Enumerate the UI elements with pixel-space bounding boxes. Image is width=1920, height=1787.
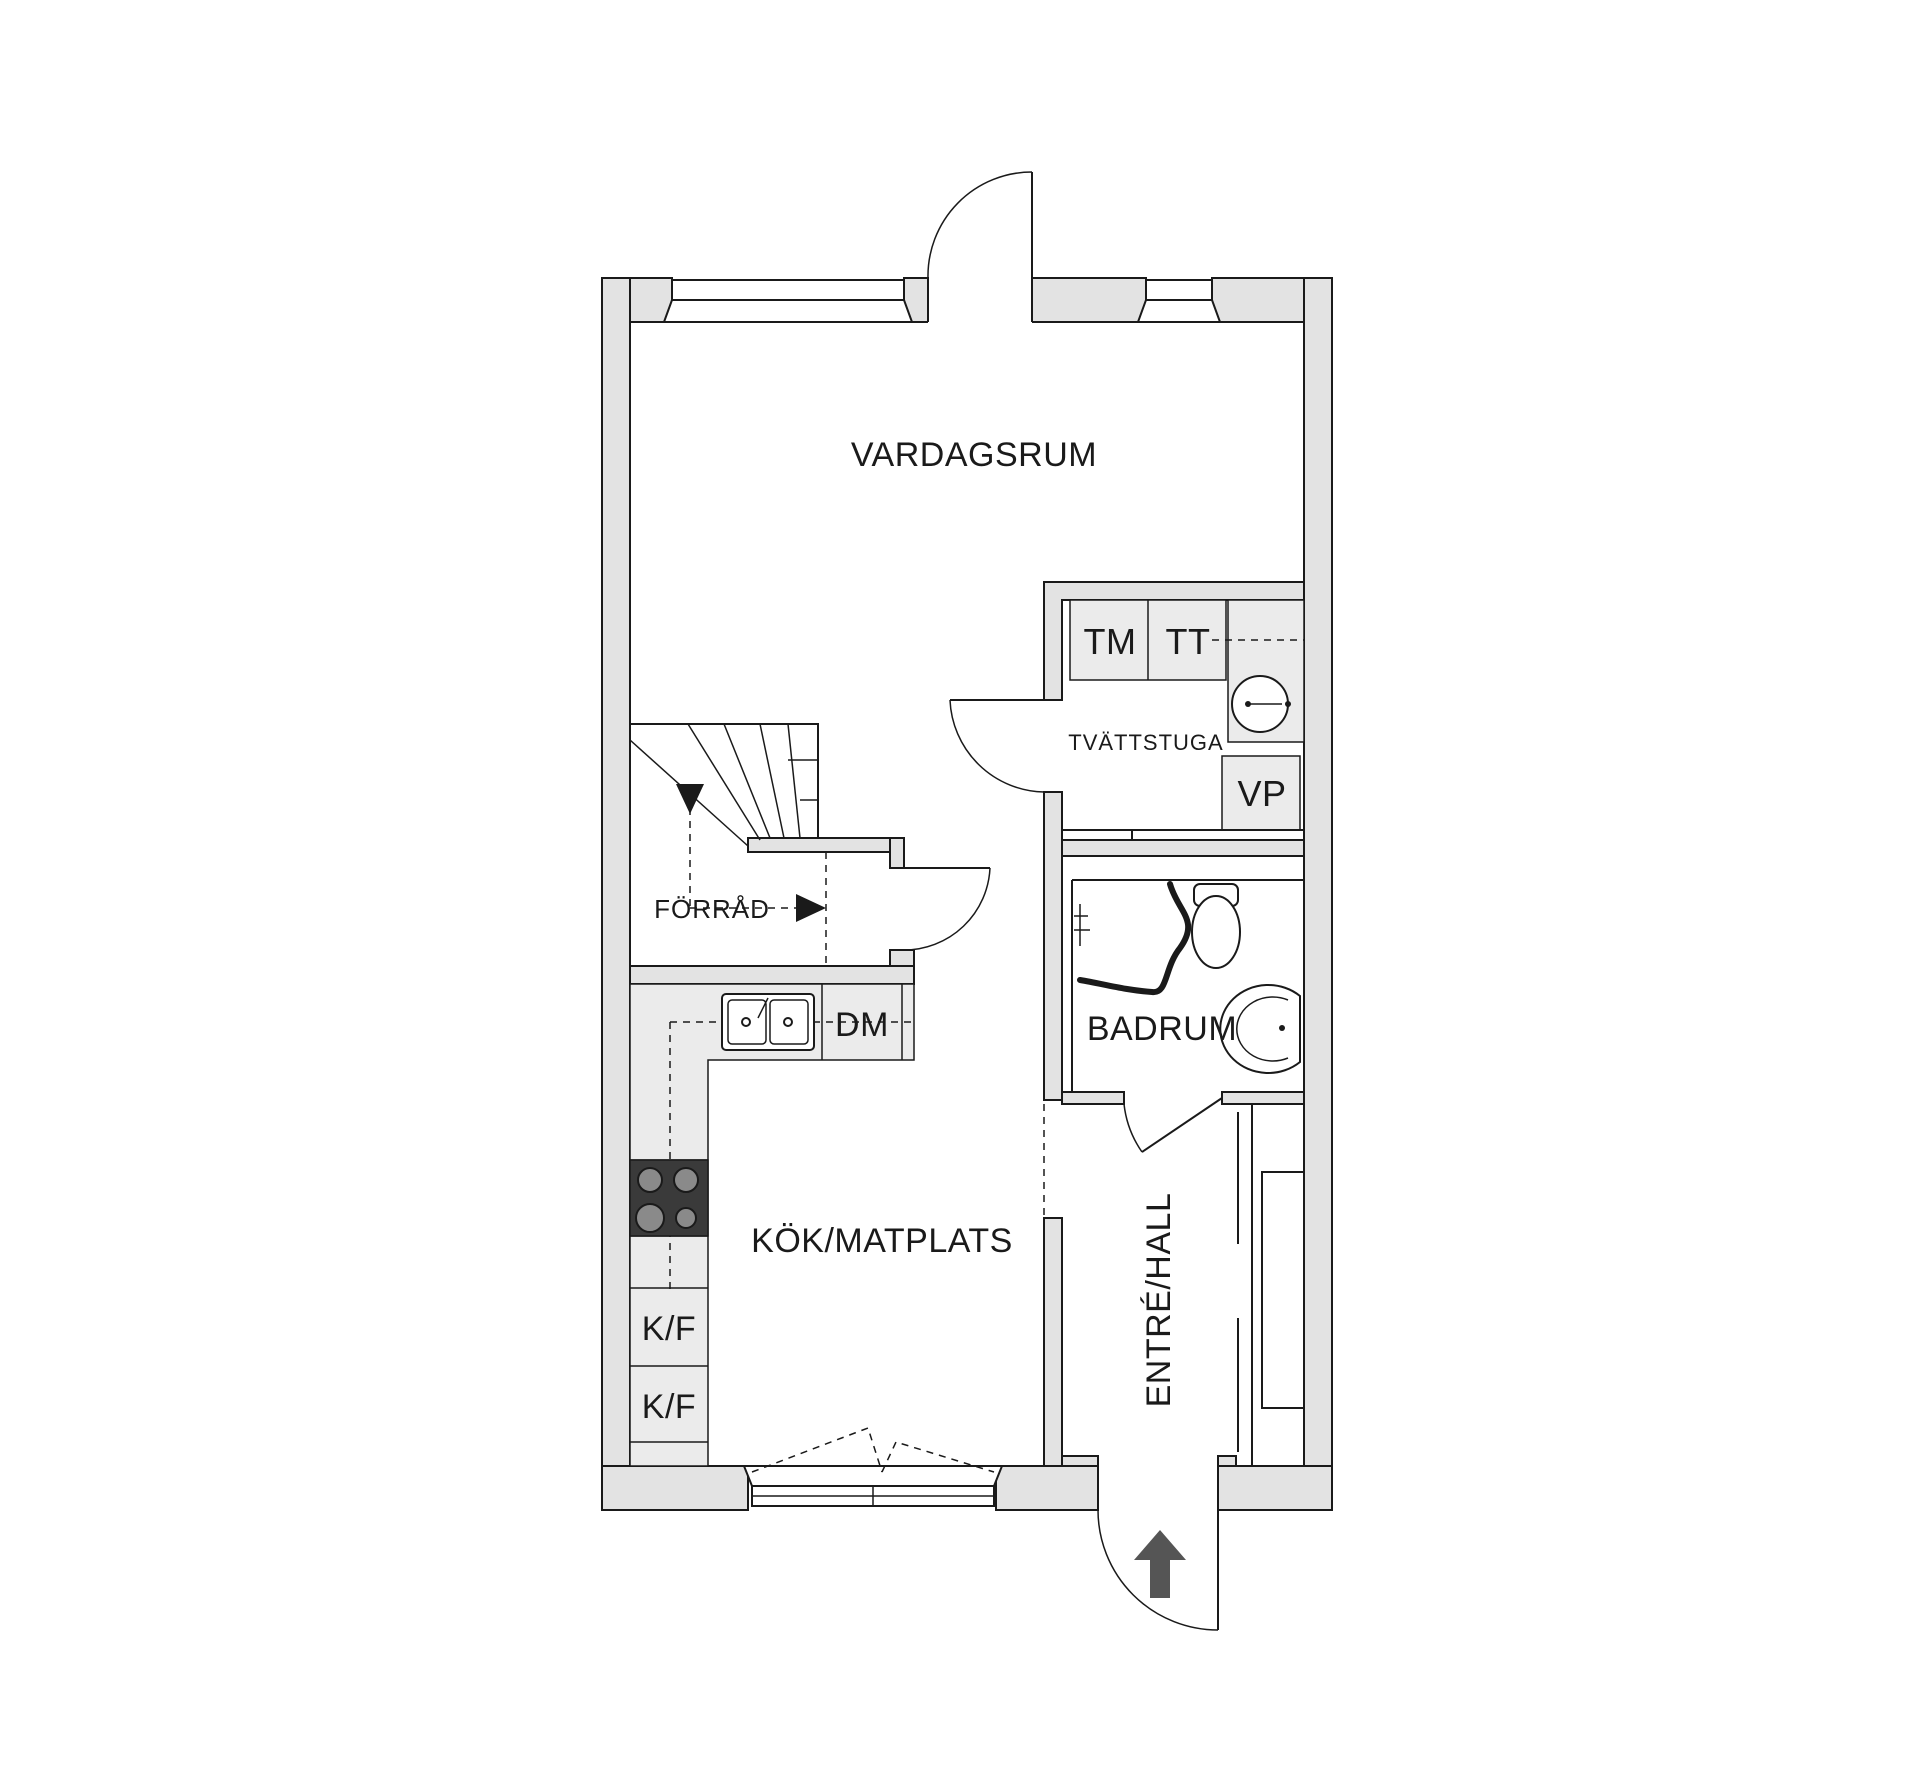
appliance-label-kf-upper: K/F — [642, 1310, 696, 1348]
interior-walls — [629, 581, 1305, 1467]
window-top-right — [1136, 279, 1222, 323]
room-label-forrad: FÖRRÅD — [654, 894, 770, 924]
stove-icon — [629, 1159, 709, 1237]
appliance-label-tt: TT — [1166, 621, 1211, 662]
room-label-tvattstuga: TVÄTTSTUGA — [1068, 730, 1223, 755]
toilet-icon — [1191, 883, 1241, 969]
hall-wardrobe — [1237, 1103, 1305, 1467]
laundry-door — [949, 699, 1045, 793]
staircase — [629, 723, 827, 966]
appliance-label-dm: DM — [835, 1006, 889, 1044]
shower-icon — [1074, 881, 1192, 995]
exterior-walls — [601, 277, 1333, 1511]
laundry-fixtures — [1061, 599, 1305, 841]
appliance-label-kf-lower: K/F — [642, 1388, 696, 1426]
bathroom-fixtures — [1074, 881, 1301, 1074]
window-bottom — [742, 1427, 1004, 1507]
door-top — [927, 171, 1033, 322]
room-label-kok: KÖK/MATPLATS — [751, 1222, 1013, 1260]
bathroom-door — [1123, 1097, 1223, 1153]
room-label-entre: ENTRÉ/HALL — [1140, 1193, 1178, 1408]
entrance-door — [1097, 1466, 1219, 1631]
window-top-left — [662, 279, 914, 323]
storage-door — [903, 867, 991, 951]
entrance-arrow-icon — [1134, 1530, 1186, 1598]
room-label-vardagsrum: VARDAGSRUM — [851, 436, 1097, 474]
appliance-label-tm: TM — [1084, 621, 1137, 662]
double-sink-icon — [721, 993, 815, 1051]
washbasin-icon — [1231, 675, 1291, 733]
room-label-badrum: BADRUM — [1087, 1010, 1237, 1048]
washbasin-icon-bath — [1219, 984, 1301, 1074]
appliance-label-vp: VP — [1237, 773, 1286, 814]
